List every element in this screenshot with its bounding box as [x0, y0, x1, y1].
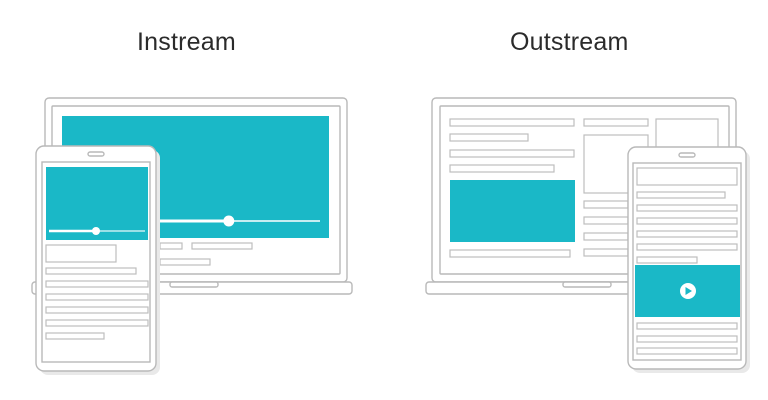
- phone-text-line: [636, 230, 738, 238]
- laptop-text-line: [449, 249, 571, 258]
- laptop-text-line: [449, 118, 575, 127]
- instream-heading: Instream: [137, 28, 236, 56]
- phone-text-line: [45, 332, 105, 340]
- phone-text-line: [636, 256, 698, 264]
- laptop-text-line: [159, 258, 211, 266]
- phone-text-line: [636, 335, 738, 343]
- phone-text-line: [636, 217, 738, 225]
- phone-text-line: [45, 267, 137, 275]
- phone-text-line: [636, 204, 738, 212]
- phone-text-line: [636, 243, 738, 251]
- phone-speaker: [87, 151, 105, 157]
- phone-text-line: [45, 293, 149, 301]
- phone-text-block: [636, 167, 738, 186]
- phone-text-line: [45, 306, 149, 314]
- laptop-sidebar-line: [583, 118, 649, 127]
- laptop-text-line: [159, 242, 183, 250]
- laptop-video-ad: [450, 180, 575, 242]
- laptop-sidebar-line: [583, 200, 629, 209]
- laptop-sidebar-line: [583, 232, 629, 241]
- laptop-text-line: [449, 149, 575, 158]
- phone-text-line: [636, 322, 738, 330]
- laptop-sidebar-line: [583, 248, 629, 257]
- outstream-illustration: [425, 97, 750, 373]
- phone-speaker: [678, 152, 696, 158]
- phone-video-scrubber: [92, 227, 100, 235]
- outstream-heading: Outstream: [510, 28, 629, 56]
- instream-phone: [35, 145, 160, 375]
- phone-text-line: [45, 280, 149, 288]
- laptop-text-line: [449, 164, 555, 173]
- play-icon: [680, 283, 696, 299]
- laptop-text-line: [449, 133, 529, 142]
- laptop-sidebar-box: [655, 118, 719, 150]
- laptop-text-line: [191, 242, 253, 250]
- phone-text-line: [636, 347, 738, 355]
- laptop-sidebar-line: [583, 216, 629, 225]
- outstream-phone: [627, 146, 750, 373]
- laptop-video-scrubber: [223, 215, 235, 227]
- instream-illustration: [31, 97, 353, 375]
- laptop-trackpad-notch: [562, 281, 612, 288]
- phone-text-line: [45, 319, 149, 327]
- phone-text-line: [636, 191, 726, 199]
- laptop-trackpad-notch: [169, 281, 219, 288]
- phone-text-block: [45, 244, 117, 263]
